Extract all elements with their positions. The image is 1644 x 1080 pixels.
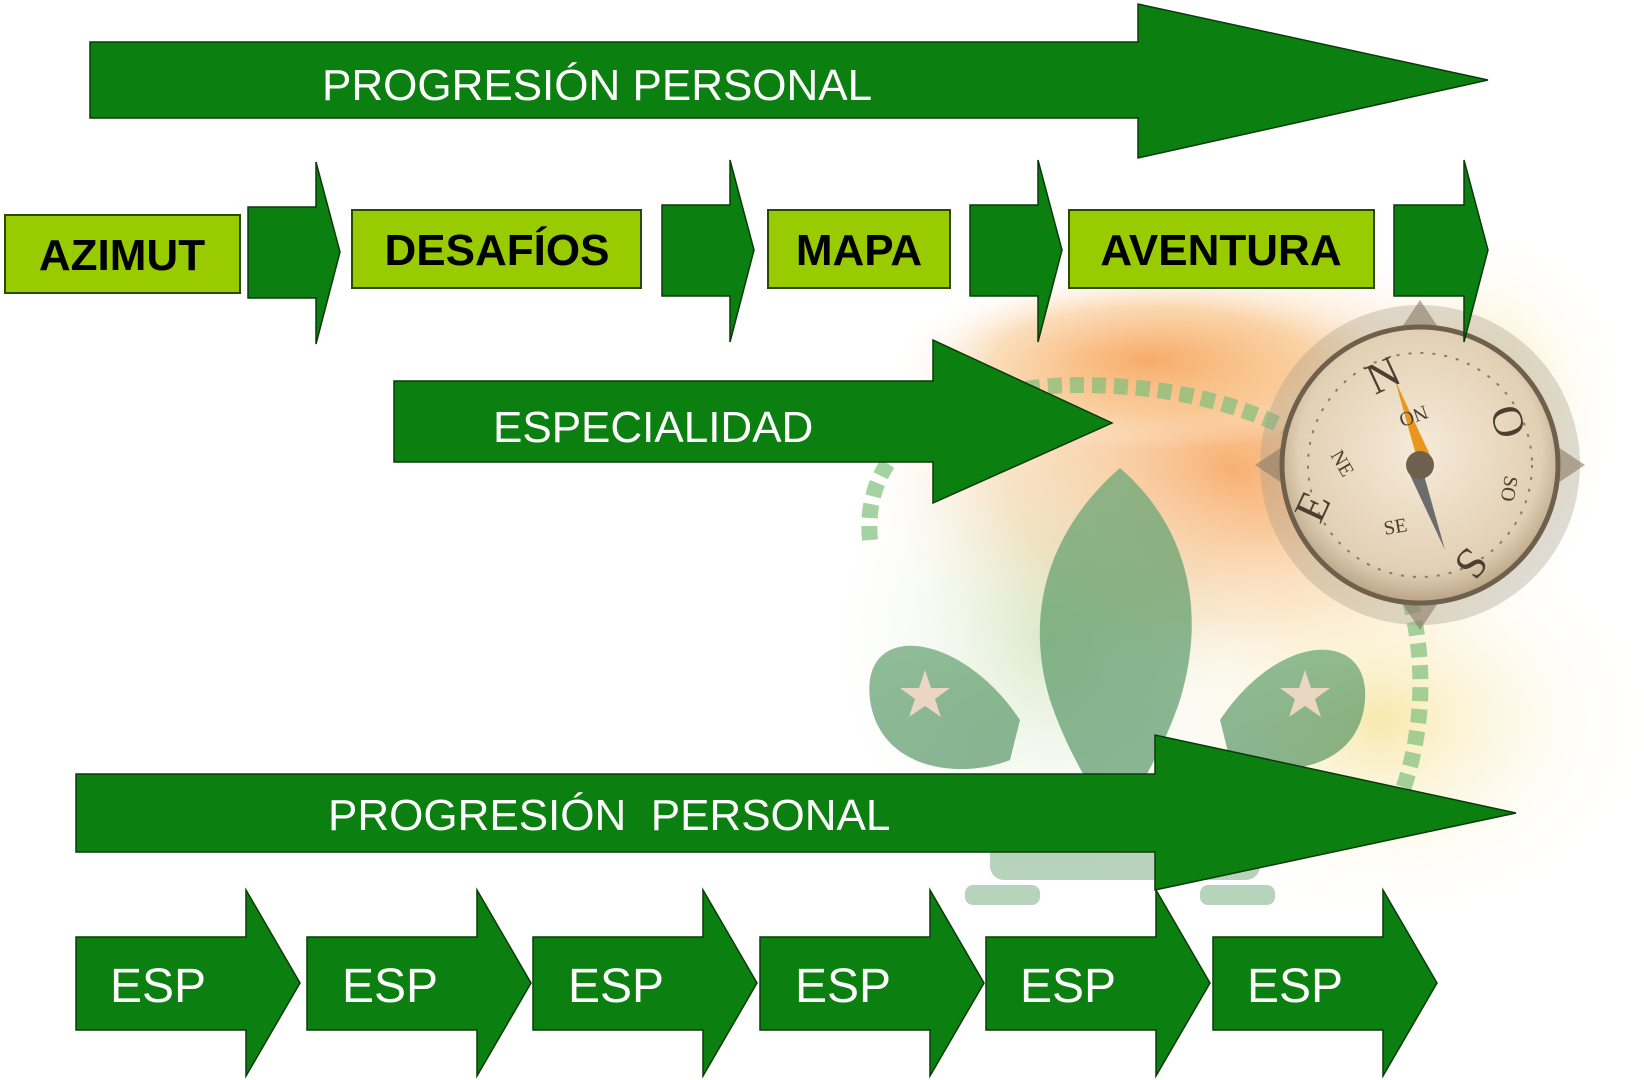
esp-step-label-6: ESP	[1247, 960, 1343, 1013]
esp-step-arrow-4	[759, 887, 985, 1079]
esp-step-label-2: ESP	[342, 960, 438, 1013]
esp-step-label-1: ESP	[110, 960, 206, 1013]
esp-step-arrow-2	[306, 887, 532, 1079]
stages-row: AZIMUT DESAFÍOS MAPA AVENTURA	[4, 159, 1489, 345]
top-progression-label: PROGRESIÓN PERSONAL	[322, 61, 872, 110]
stage-connector-arrow-2	[661, 159, 755, 343]
stage-label-azimut: AZIMUT	[39, 231, 205, 280]
esp-step-arrow-6	[1212, 887, 1438, 1079]
stage-label-aventura: AVENTURA	[1100, 226, 1341, 275]
background-illustration: N NO O SO S SE E NE	[810, 220, 1644, 930]
esp-step-arrow-1	[75, 887, 301, 1079]
compass-icon: N NO O SO S SE E NE	[1255, 300, 1585, 630]
stage-connector-arrow-3	[969, 159, 1063, 343]
stage-box-aventura	[1068, 209, 1375, 289]
stage-connector-arrow-1	[247, 161, 341, 345]
esp-step-label-3: ESP	[568, 960, 664, 1013]
stage-label-mapa: MAPA	[796, 226, 922, 275]
stage-box-mapa	[767, 209, 951, 289]
stage-label-desafios: DESAFÍOS	[385, 225, 610, 275]
svg-text:SO: SO	[1496, 474, 1522, 503]
esp-step-arrow-3	[532, 887, 758, 1079]
esp-steps-row: ESP ESP ESP ESP ESP ESP	[75, 887, 1438, 1079]
esp-step-arrow-5	[985, 887, 1211, 1079]
esp-step-label-4: ESP	[795, 960, 891, 1013]
star-icon	[1280, 670, 1330, 717]
stage-connector-arrow-4	[1393, 159, 1489, 343]
specialty-arrow: ESPECIALIDAD	[393, 338, 1114, 505]
esp-step-label-5: ESP	[1020, 960, 1116, 1013]
bottom-progression-label: PROGRESIÓN PERSONAL	[328, 791, 890, 840]
specialty-label: ESPECIALIDAD	[493, 403, 813, 452]
stage-box-desafios	[351, 209, 642, 289]
top-progression-arrow: PROGRESIÓN PERSONAL	[89, 3, 1489, 159]
stage-box-azimut	[4, 214, 241, 294]
svg-text:SE: SE	[1382, 514, 1409, 540]
star-icon	[900, 670, 950, 717]
bottom-progression-arrow: PROGRESIÓN PERSONAL	[75, 734, 1517, 891]
